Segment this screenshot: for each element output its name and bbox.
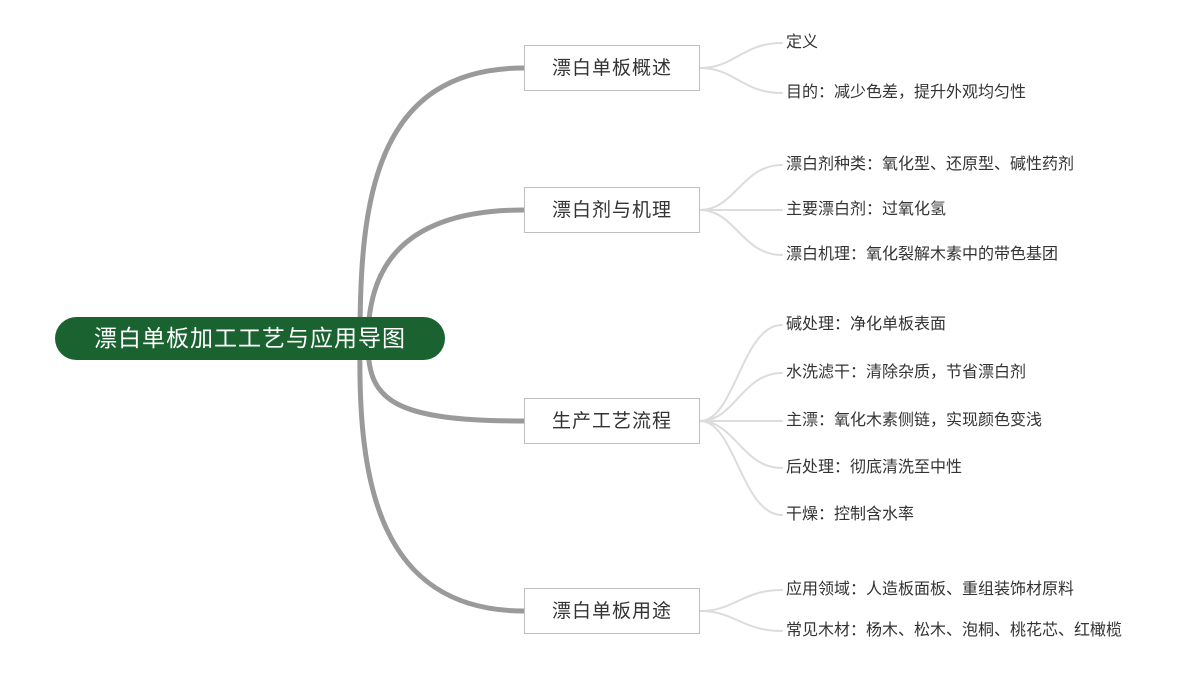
leaf-item[interactable]: 漂白剂种类：氧化型、还原型、碱性药剂 [786,156,1075,173]
leaf-item[interactable]: 漂白机理：氧化裂解木素中的带色基团 [786,246,1059,263]
leaf-item[interactable]: 主漂：氧化木素侧链，实现颜色变浅 [786,412,1043,429]
leaf-item[interactable]: 干燥：控制含水率 [786,506,915,523]
twig-1-1 [699,42,783,69]
branch-node-2[interactable]: 漂白剂与机理 [524,187,700,233]
leaf-item[interactable]: 碱处理：净化单板表面 [786,316,947,333]
branch-node-2-label: 漂白剂与机理 [551,199,672,221]
twig-2-3 [699,209,783,256]
branch-node-4[interactable]: 漂白单板用途 [524,588,700,634]
twig-3-1 [699,324,783,422]
twig-3-2 [699,372,783,422]
branch-node-4-label: 漂白单板用途 [551,600,672,622]
leaf-item[interactable]: 主要漂白剂：过氧化氢 [786,201,947,218]
leaf-item[interactable]: 水洗滤干：清除杂质，节省漂白剂 [786,364,1027,381]
trunk-curve-3 [365,341,527,424]
leaf-item[interactable]: 应用领域：人造板面板、重组装饰材原料 [786,581,1075,598]
branch-node-1-label: 漂白单板概述 [551,57,672,79]
twig-3-5 [699,420,783,516]
trunk-curve-1 [357,65,527,341]
leaf-item[interactable]: 定义 [786,34,819,51]
twig-4-2 [699,610,783,632]
trunk-curve-4 [357,343,527,614]
leaf-item[interactable]: 目的：减少色差，提升外观均匀性 [786,84,1027,101]
twig-1-2 [699,67,783,94]
leaf-item[interactable]: 常见木材：杨木、松木、泡桐、桃花芯、红橄榄 [786,622,1123,639]
trunk-curve-2 [365,207,527,343]
branch-node-3[interactable]: 生产工艺流程 [524,398,700,444]
branch-node-1[interactable]: 漂白单板概述 [524,45,700,91]
twig-4-1 [699,589,783,612]
root-node-label: 漂白单板加工工艺与应用导图 [94,325,406,351]
twig-3-4 [699,420,783,469]
root-node[interactable]: 漂白单板加工工艺与应用导图 [55,317,445,360]
branch-node-3-label: 生产工艺流程 [551,410,672,432]
twig-2-1 [699,164,783,211]
leaf-item[interactable]: 后处理：彻底清洗至中性 [786,459,963,476]
